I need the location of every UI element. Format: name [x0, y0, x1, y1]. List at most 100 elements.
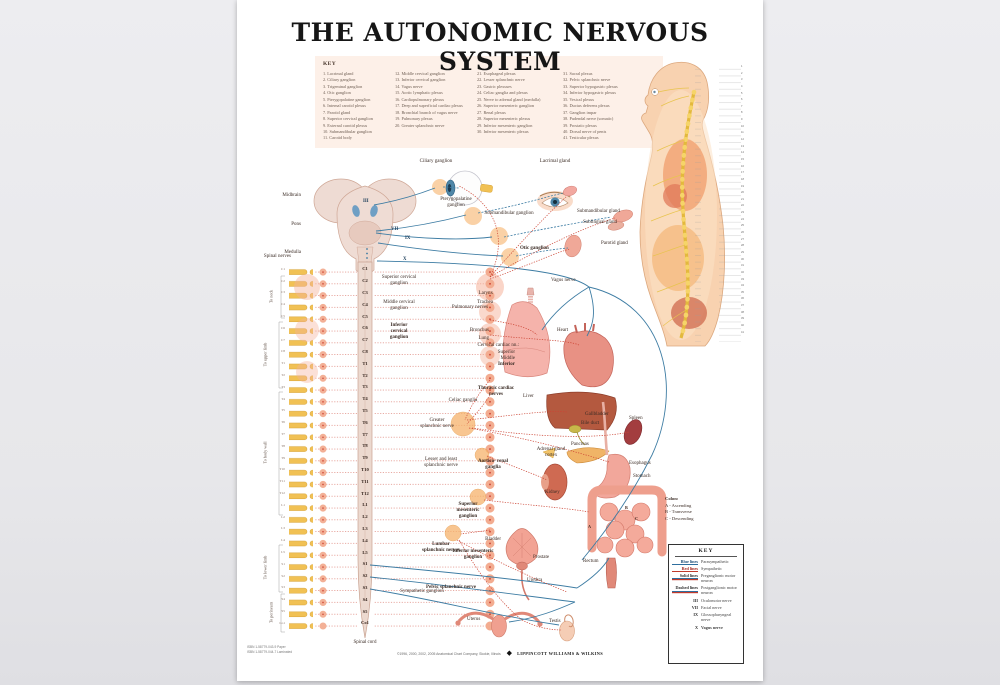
- left-level-label: T4: [281, 396, 285, 401]
- torso-number: 24: [741, 217, 744, 221]
- torso-number: 29: [741, 250, 744, 254]
- label-testis: Testis: [549, 619, 561, 624]
- label-urethra: Urethra: [527, 578, 543, 583]
- key-numeral-IX: IX: [693, 612, 698, 618]
- label-stomach: Stomach: [633, 474, 651, 479]
- torso-number: 21: [741, 197, 744, 201]
- left-level-label: L2: [281, 514, 285, 519]
- label-bile-duct: Bile duct: [581, 421, 600, 426]
- torso-number: 16: [741, 164, 744, 168]
- spinal-segment-label: C3: [362, 289, 368, 295]
- label-superior-cervical-ganglion: Superior cervical ganglion: [381, 275, 417, 286]
- label-middle-cervical-ganglion: Middle cervical ganglion: [383, 300, 415, 311]
- blue-lines-swatch: Blue lines: [672, 559, 698, 564]
- spinal-segment-label: L1: [362, 502, 368, 508]
- label-ccn-inferior: Inferior: [498, 362, 515, 367]
- colon-letter-c: C: [635, 516, 639, 521]
- key-item: 35. Vesical plexus: [563, 96, 595, 102]
- label-spleen: Spleen: [629, 416, 643, 421]
- spinal-segment-label: C4: [362, 301, 368, 307]
- label-prostate: Prostate: [533, 555, 550, 560]
- brainstem-illustration: [313, 178, 417, 275]
- key-item: 38. Pudendal nerve (somatic): [563, 116, 614, 122]
- left-level-label: S4: [281, 597, 285, 602]
- key-numeral-X: X: [694, 624, 698, 630]
- key-item: 3. Trigeminal ganglion: [323, 83, 363, 89]
- label-adrenal-gland-cortex: Adrenal gland cortex: [536, 447, 566, 458]
- label-midbrain: Midbrain: [282, 193, 301, 198]
- spinal-segment-label: C5: [362, 313, 368, 319]
- left-level-label: C2: [281, 278, 285, 283]
- spinal-segment-label: T9: [362, 455, 368, 461]
- spinal-segment-label: Co1: [361, 620, 369, 626]
- torso-number: 2: [741, 71, 743, 75]
- label-uterus: Uterus: [467, 617, 481, 622]
- key-item: 39. Prostatic plexus: [563, 122, 597, 128]
- torso-leader-lines: [695, 66, 741, 342]
- spinal-segment-label: L2: [362, 514, 368, 520]
- torso-number: 19: [741, 184, 744, 188]
- sympathetic-chain-right: [476, 267, 504, 631]
- torso-number: 31: [741, 264, 744, 268]
- label-to-perineum: To perineum: [268, 601, 274, 624]
- label-submandibular-ganglion: Submandibular ganglion: [484, 211, 534, 216]
- left-level-label: Co1: [279, 620, 285, 625]
- key-box-heading: KEY: [675, 548, 737, 557]
- colon-illustration: [587, 485, 667, 557]
- numeral-IX: IX: [405, 236, 411, 241]
- spinal-segment-label: L3: [362, 525, 368, 531]
- solid-lines-swatch: Solid lines: [672, 573, 698, 578]
- adrenal-gland-illustration: [542, 447, 556, 459]
- label-ccn-middle: Middle: [500, 356, 515, 361]
- torso-number: 11: [741, 131, 744, 135]
- colon-legend-a: A - Ascending: [665, 502, 692, 508]
- ventricle-left: [352, 205, 360, 217]
- spinal-segment-label: T7: [362, 431, 368, 437]
- key-row-blue: Blue lines Parasympathetic: [672, 559, 740, 564]
- label-submandibular-gland: Submandibular gland: [577, 209, 620, 214]
- label-spinal-nerves: Spinal nerves: [263, 254, 291, 259]
- small-intestine-illustration: [596, 502, 654, 558]
- left-level-label: C5: [281, 314, 285, 319]
- key-item: 13. Inferior cervical ganglion: [395, 77, 446, 83]
- colon-legend-c: C - Descending: [665, 515, 694, 521]
- key-row-III: III Oculomotor nerve: [672, 598, 740, 603]
- numeral-X: X: [403, 257, 407, 262]
- gallbladder-illustration: [568, 424, 582, 434]
- spinal-segment-label: S2: [362, 573, 368, 579]
- left-level-label: T12: [279, 491, 285, 496]
- key-item: 18. Bronchial branch of vagus nerve: [395, 109, 458, 115]
- label-kidney: Kidney: [545, 490, 560, 495]
- label-parotid-gland: Parotid gland: [601, 241, 628, 246]
- left-level-label: S5: [281, 609, 285, 613]
- left-level-label: C7: [281, 337, 285, 342]
- label-pancreas: Pancreas: [571, 442, 589, 447]
- key-item: 1. Lacrimal gland: [323, 71, 354, 76]
- label-trachea: Trachea: [477, 300, 493, 305]
- key-item: 21. Esophageal plexus: [477, 71, 516, 76]
- torso-abdomen-organs: [652, 225, 704, 291]
- label-rectum: Rectum: [583, 559, 599, 564]
- left-level-label: C8: [281, 349, 285, 354]
- key-item: 23. Gastric plexuses: [477, 83, 512, 89]
- left-level-label: T3: [281, 384, 285, 389]
- parasympathetic-pathways: [369, 187, 667, 626]
- key-item: 28. Superior mesenteric plexus: [477, 116, 531, 122]
- solid-lines-desc: Preganglionic motor neuron: [701, 573, 736, 584]
- torso-figure-illustration: [639, 61, 741, 347]
- torso-number: 38: [741, 310, 744, 314]
- submandibular-gland-illustration: [613, 209, 633, 223]
- left-level-label: T8: [281, 443, 285, 448]
- label-spinal-cord: Spinal cord: [353, 640, 377, 645]
- spinal-segment-label: T1: [362, 360, 368, 366]
- key-item: 31. Sacral plexus: [563, 71, 593, 76]
- isbn-line-1: ISBN 1-58779-043-9 Paper: [247, 645, 286, 649]
- key-item: 8. Superior cervical ganglion: [323, 116, 373, 122]
- key-row-VII: VII Facial nerve: [672, 605, 740, 610]
- label-esophagus: Esophagus: [629, 461, 651, 466]
- publisher-name: LIPPINCOTT WILLIAMS & WILKINS: [517, 651, 603, 656]
- label-sublingual-gland: Sublingual gland: [583, 220, 618, 225]
